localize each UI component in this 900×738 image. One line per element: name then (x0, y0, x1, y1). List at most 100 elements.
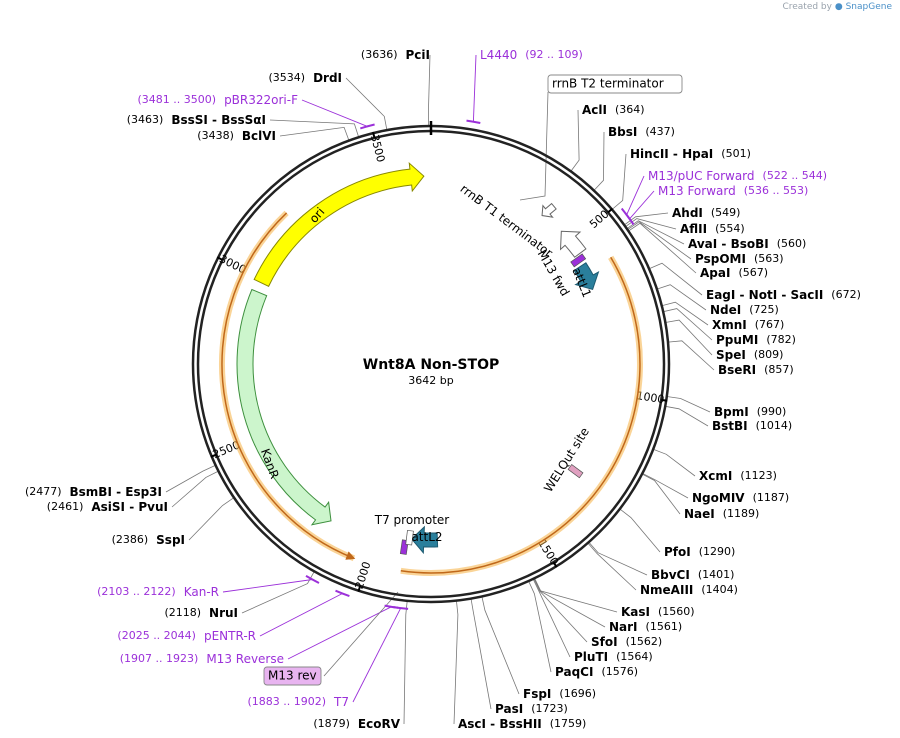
rrnb-t2-box[interactable]: rrnB T2 terminator (547, 74, 683, 94)
insert-line (400, 256, 641, 574)
site-label[interactable]: FspI(1696) (523, 687, 596, 701)
primer-label[interactable]: (3481 .. 3500)pBR322ori-F (138, 93, 299, 107)
site-label-name: HincII - HpaI (630, 147, 713, 161)
site-label-name: XcmI (699, 469, 732, 483)
site-label[interactable]: KasI(1560) (621, 605, 695, 619)
site-label[interactable]: NgoMIV(1187) (692, 491, 789, 505)
site-leader (165, 464, 216, 493)
tick-label: 3500 (368, 133, 387, 163)
site-label[interactable]: XcmI(1123) (699, 469, 777, 483)
site-label[interactable]: PasI(1723) (495, 702, 568, 716)
site-label-position: (2477) (25, 485, 62, 498)
primer-label[interactable]: (2025 .. 2044)pENTR-R (117, 629, 256, 643)
site-label[interactable]: (2386)SspI (112, 533, 185, 547)
site-label-name: AhdI (672, 206, 703, 220)
site-label-name: SpeI (716, 348, 746, 362)
site-label[interactable]: BbsI(437) (608, 125, 675, 139)
site-label[interactable]: AclI(364) (582, 103, 645, 117)
site-label-position: (364) (615, 103, 645, 116)
site-label-name: BbsI (608, 125, 637, 139)
site-label[interactable]: (3463)BssSI - BssSαI (127, 113, 266, 127)
m13-rev-box-box (263, 666, 322, 686)
primer-label[interactable]: (1907 .. 1923)M13 Reverse (120, 652, 284, 666)
site-label-position: (1562) (626, 635, 663, 648)
site-label[interactable]: BstBI(1014) (712, 419, 792, 433)
primer-label-position: (2025 .. 2044) (117, 629, 196, 642)
site-leader (648, 262, 703, 296)
site-leader (533, 578, 606, 628)
site-leader (470, 598, 492, 710)
primer-label-name: M13 Forward (658, 184, 736, 198)
m13-rev-box[interactable]: M13 rev (263, 666, 322, 686)
primer-label[interactable]: (2103 .. 2122)Kan-R (97, 585, 219, 599)
site-label[interactable]: AscI - BssHII(1759) (458, 717, 586, 731)
site-label[interactable]: (3438)BclVI (197, 129, 276, 143)
primer-label-name: M13/pUC Forward (648, 169, 755, 183)
snapgene-credit: Created by ● SnapGene (782, 2, 892, 12)
site-label[interactable]: PaqCI(1576) (555, 665, 638, 679)
site-label[interactable]: SpeI(809) (716, 348, 783, 362)
site-label-position: (563) (754, 252, 784, 265)
site-label[interactable]: ApaI(567) (700, 266, 768, 280)
primer-label[interactable]: M13/pUC Forward(522 .. 544) (648, 169, 827, 183)
site-label[interactable]: PfoI(1290) (664, 545, 735, 559)
primer-leader (301, 99, 368, 127)
site-label-position: (725) (749, 303, 779, 316)
site-label-position: (3463) (127, 113, 164, 126)
site-label-position: (3438) (197, 129, 234, 142)
site-leader (665, 405, 709, 427)
site-label-name: NmeAIII (640, 583, 693, 597)
primer-label[interactable]: M13 Forward(536 .. 553) (658, 184, 808, 198)
site-label[interactable]: XmnI(767) (712, 318, 784, 332)
site-label[interactable]: (3534)DrdI (268, 71, 342, 85)
site-label-name: NarI (609, 620, 638, 634)
site-label-position: (549) (711, 206, 741, 219)
site-leader (427, 54, 431, 127)
site-label[interactable]: NaeI(1189) (684, 507, 759, 521)
site-label[interactable]: (2118)NruI (164, 606, 238, 620)
site-label-name: EcoRV (358, 717, 401, 731)
site-label-name: AscI - BssHII (458, 717, 542, 731)
site-label[interactable]: EagI - NotI - SacII(672) (706, 288, 861, 302)
site-label[interactable]: BpmI(990) (714, 405, 786, 419)
site-label[interactable]: PpuMI(782) (716, 333, 796, 347)
site-label[interactable]: (2461)AsiSI - PvuI (47, 500, 168, 514)
site-label-name: AsiSI - PvuI (91, 500, 168, 514)
site-label[interactable]: NarI(1561) (609, 620, 682, 634)
primer-label[interactable]: L4440(92 .. 109) (480, 48, 583, 62)
site-label[interactable]: AhdI (549) (672, 206, 740, 220)
site-label-position: (767) (755, 318, 785, 331)
site-label-position: (1189) (723, 507, 760, 520)
site-label[interactable]: AvaI - BsoBI(560) (688, 237, 806, 251)
site-label[interactable]: BbvCI(1401) (651, 568, 734, 582)
tick-mark (607, 207, 614, 214)
site-leader (656, 284, 707, 311)
site-label[interactable]: NmeAIII(1404) (640, 583, 738, 597)
site-label[interactable]: (2477)BsmBI - Esp3I (25, 485, 162, 499)
site-label[interactable]: SfoI (1562) (591, 635, 662, 649)
site-leader (611, 153, 627, 210)
site-label-position: (672) (831, 288, 861, 301)
site-label-position: (990) (757, 405, 787, 418)
site-label[interactable]: AflII(554) (680, 222, 745, 236)
site-label[interactable]: PluTI(1564) (574, 650, 653, 664)
site-label[interactable]: HincII - HpaI(501) (630, 147, 751, 161)
site-label-position: (1723) (531, 702, 568, 715)
plasmid-name: Wnt8A Non-STOP (363, 357, 499, 373)
site-label-name: BstBI (712, 419, 748, 433)
site-label[interactable]: (3636)PciI (361, 48, 430, 62)
site-label-position: (782) (766, 333, 796, 346)
primer-label-position: (3481 .. 3500) (138, 93, 217, 106)
site-label-position: (567) (738, 266, 768, 279)
site-leader (653, 448, 696, 477)
site-label[interactable]: BseRI(857) (718, 363, 794, 377)
attl2-label: attL2 (411, 530, 442, 544)
site-label[interactable]: PspOMI(563) (695, 252, 784, 266)
site-leader (532, 578, 571, 658)
site-label-name: SfoI (591, 635, 618, 649)
primer-label[interactable]: (1883 .. 1902)T7 (247, 695, 349, 709)
site-label[interactable]: (1879)EcoRV (313, 717, 400, 731)
site-label[interactable]: NdeI(725) (710, 303, 779, 317)
rrnb-t1-arrow (559, 230, 587, 258)
site-leader (241, 571, 315, 614)
